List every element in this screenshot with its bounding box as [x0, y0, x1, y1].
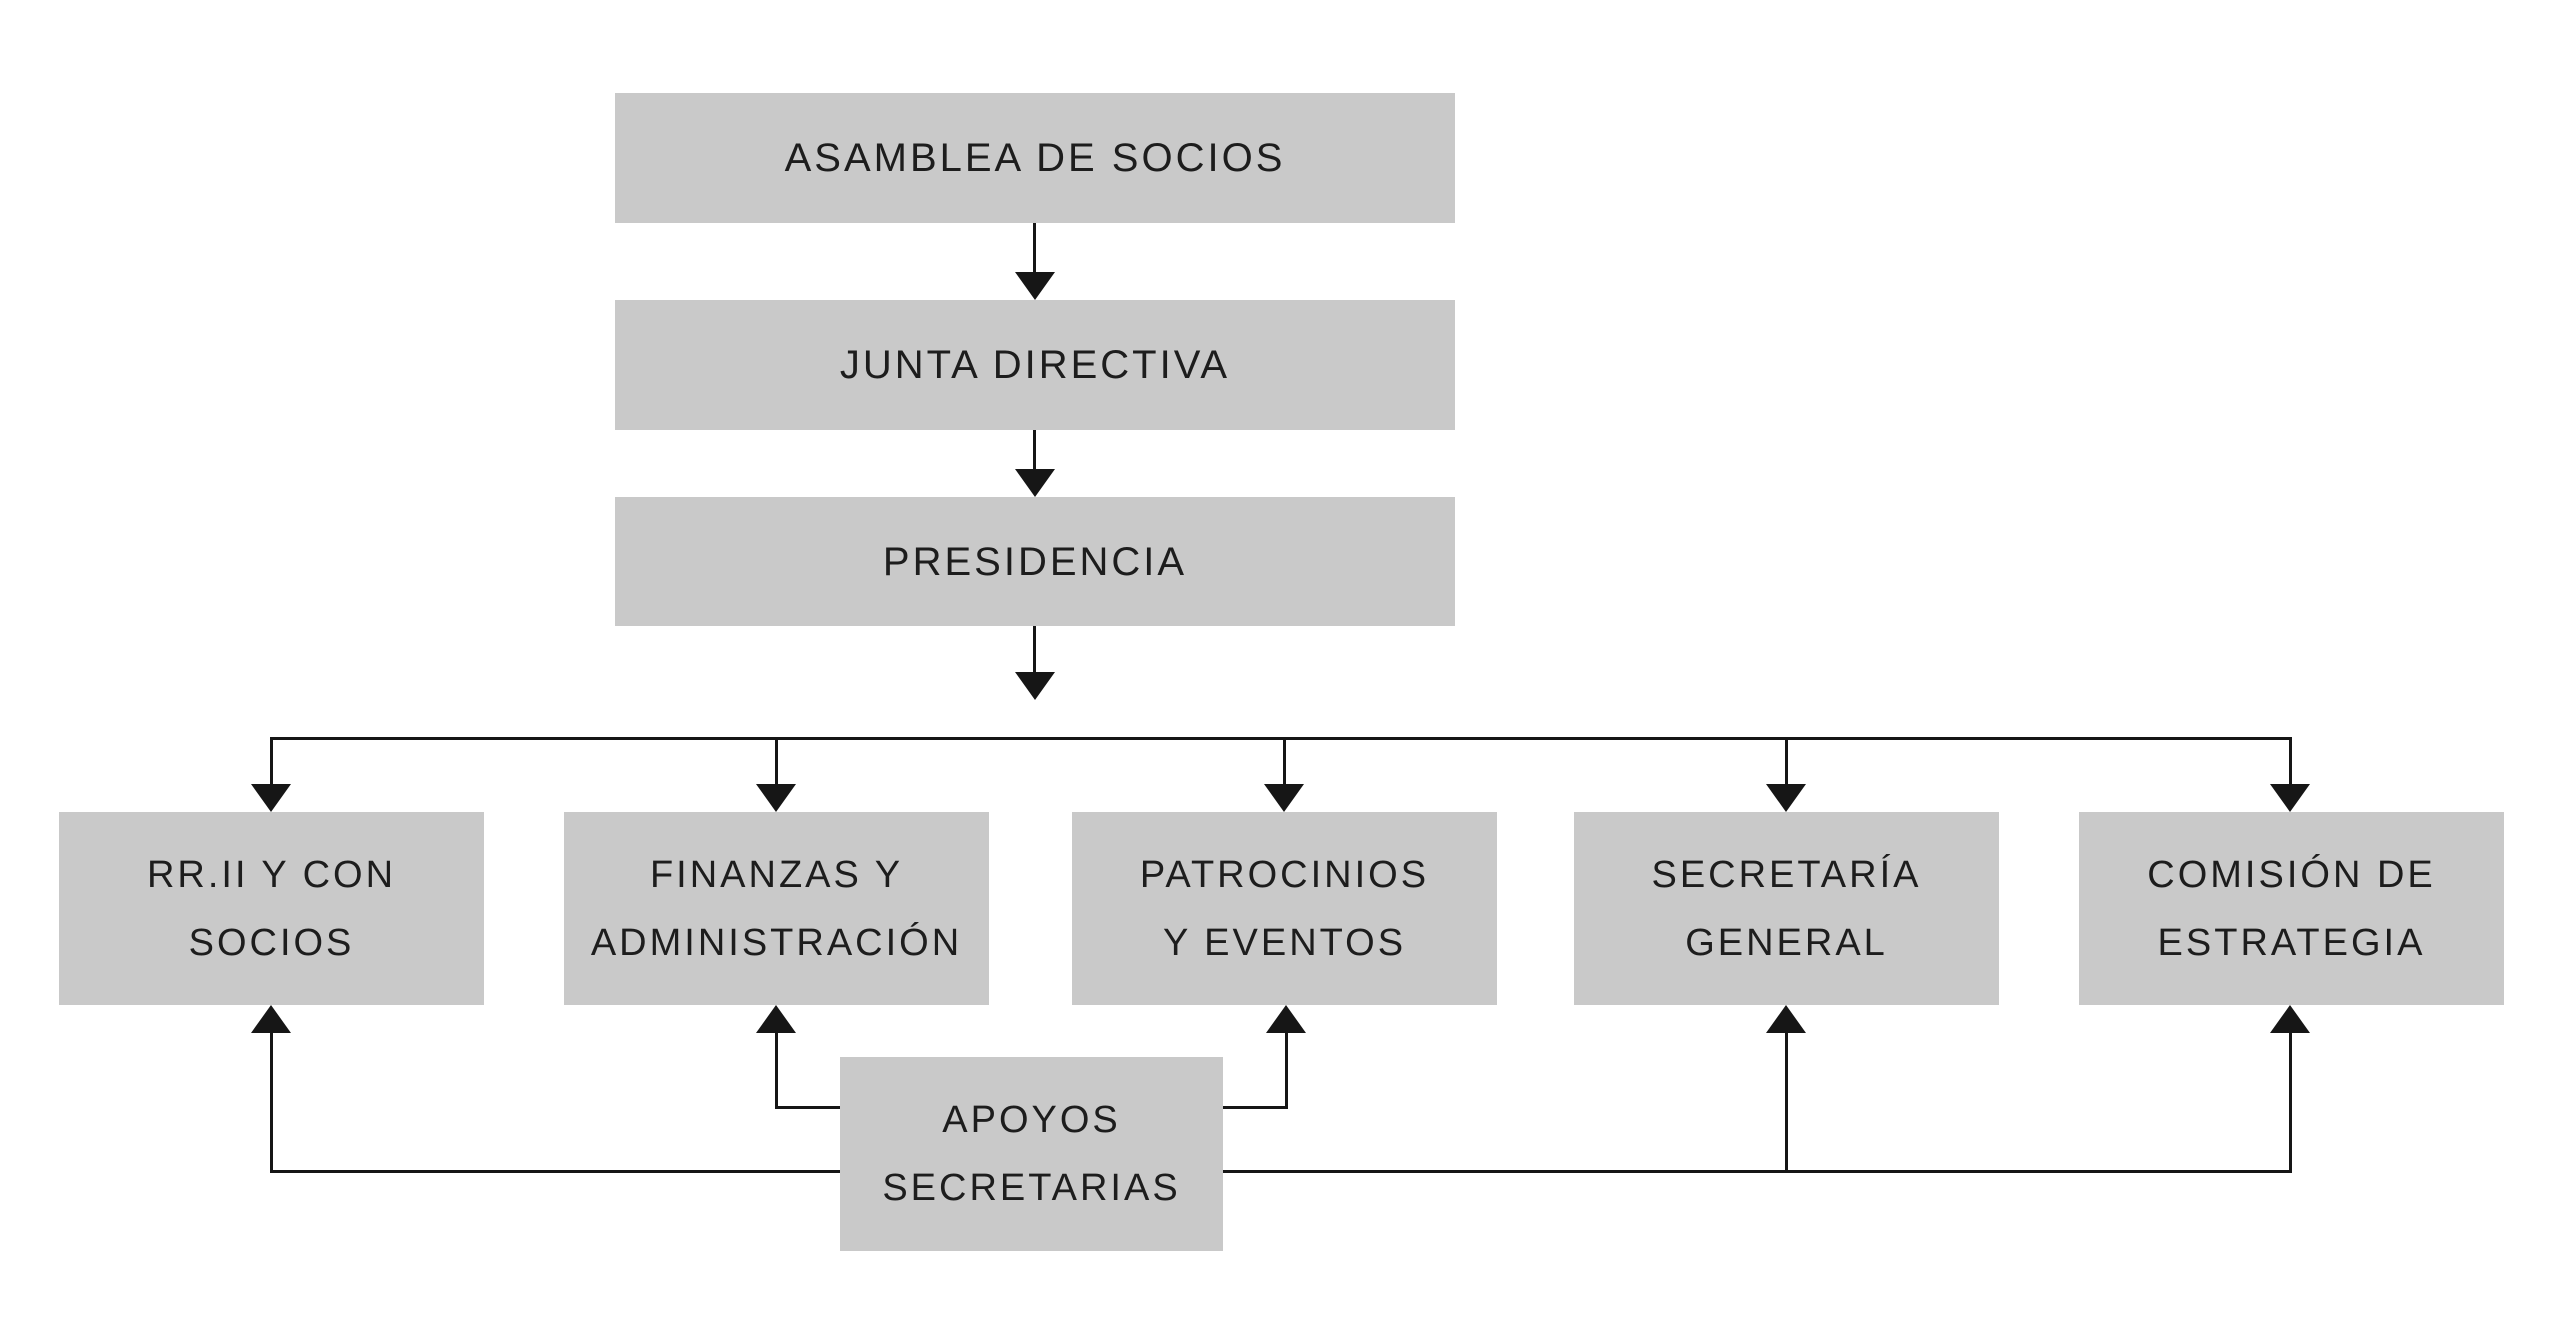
connector-presidencia-branch-line: [1033, 626, 1036, 672]
support-patrocinios-elbow: [1223, 1106, 1287, 1109]
support-rrii-riser: [270, 1033, 273, 1173]
support-patrocinios-riser: [1285, 1033, 1288, 1109]
connector-presidencia-branch-arrowhead-icon: [1015, 672, 1055, 700]
node-rrii-y-con-socios: RR.II Y CON SOCIOS: [59, 812, 484, 1005]
node-finanzas-y-administracion: FINANZAS Y ADMINISTRACIÓN: [564, 812, 989, 1005]
node-rrii-line2: SOCIOS: [188, 921, 355, 964]
node-apoyos-line1: APOYOS: [942, 1099, 1121, 1141]
support-rrii-arrowhead-icon: [251, 1005, 291, 1033]
node-finanzas-line2: ADMINISTRACIÓN: [590, 921, 963, 964]
node-junta-directiva-label: JUNTA DIRECTIVA: [839, 343, 1231, 387]
support-finanzas-arrowhead-icon: [756, 1005, 796, 1033]
connector-asamblea-junta-arrowhead-icon: [1015, 272, 1055, 300]
node-secretaria-line2: GENERAL: [1685, 921, 1888, 964]
node-asamblea-de-socios-label: ASAMBLEA DE SOCIOS: [784, 136, 1286, 180]
drop-patrocinios-arrowhead-icon: [1264, 784, 1304, 812]
drop-comision-line: [2289, 737, 2292, 784]
node-finanzas-line1: FINANZAS Y: [649, 853, 904, 896]
drop-patrocinios-line: [1283, 737, 1286, 784]
support-finanzas-elbow: [775, 1106, 840, 1109]
node-presidencia: PRESIDENCIA: [615, 497, 1455, 626]
support-return-line-left: [270, 1170, 840, 1173]
drop-rrii-line: [270, 737, 273, 784]
node-comision-line1: COMISIÓN DE: [2147, 853, 2436, 896]
node-rrii-line1: RR.II Y CON: [146, 853, 397, 896]
node-patrocinios-line1: PATROCINIOS: [1139, 853, 1430, 896]
support-secretaria-riser: [1785, 1033, 1788, 1173]
drop-comision-arrowhead-icon: [2270, 784, 2310, 812]
node-presidencia-label: PRESIDENCIA: [882, 539, 1188, 584]
node-junta-directiva: JUNTA DIRECTIVA: [615, 300, 1455, 430]
node-asamblea-de-socios: ASAMBLEA DE SOCIOS: [615, 93, 1455, 223]
support-secretaria-arrowhead-icon: [1766, 1005, 1806, 1033]
drop-rrii-arrowhead-icon: [251, 784, 291, 812]
connector-junta-presidencia-line: [1033, 430, 1036, 469]
support-comision-riser: [2289, 1033, 2292, 1173]
node-apoyos-secretarias: APOYOS SECRETARIAS: [840, 1057, 1223, 1251]
support-patrocinios-arrowhead-icon: [1266, 1005, 1306, 1033]
connector-junta-presidencia-arrowhead-icon: [1015, 469, 1055, 497]
support-return-line-right: [1223, 1170, 2292, 1173]
node-comision-line2: ESTRATEGIA: [2157, 921, 2426, 964]
node-patrocinios-line2: Y EVENTOS: [1162, 921, 1407, 964]
support-finanzas-riser: [775, 1033, 778, 1109]
node-apoyos-line2: SECRETARIAS: [882, 1167, 1181, 1209]
drop-finanzas-arrowhead-icon: [756, 784, 796, 812]
node-secretaria-line1: SECRETARÍA: [1651, 853, 1922, 896]
drop-secretaria-arrowhead-icon: [1766, 784, 1806, 812]
drop-secretaria-line: [1785, 737, 1788, 784]
drop-finanzas-line: [775, 737, 778, 784]
node-comision-de-estrategia: COMISIÓN DE ESTRATEGIA: [2079, 812, 2504, 1005]
node-patrocinios-y-eventos: PATROCINIOS Y EVENTOS: [1072, 812, 1497, 1005]
connector-asamblea-junta-line: [1033, 223, 1036, 272]
distribution-rail: [270, 737, 2292, 740]
support-comision-arrowhead-icon: [2270, 1005, 2310, 1033]
node-secretaria-general: SECRETARÍA GENERAL: [1574, 812, 1999, 1005]
